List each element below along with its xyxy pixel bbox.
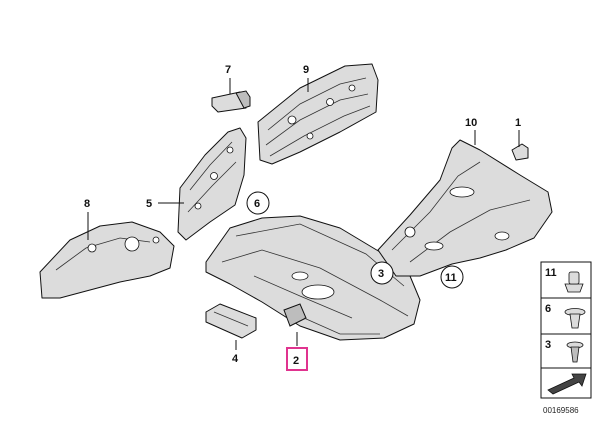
callout-2[interactable]: 2 (293, 355, 299, 367)
callout-11[interactable]: 11 (445, 272, 457, 284)
callout-8[interactable]: 8 (84, 198, 90, 210)
part-8-wheelhouse-insulation[interactable] (39, 221, 175, 299)
callout-10[interactable]: 10 (465, 117, 477, 129)
callout-6-circle (246, 191, 270, 215)
plug-rivet-icon (566, 341, 584, 363)
legend-label-3: 3 (545, 339, 551, 351)
part-2-insulation-mat[interactable] (205, 215, 421, 341)
fastener-legend: 11 6 3 00169586 (540, 261, 592, 415)
arrow-icon (547, 373, 587, 395)
part-7-clip[interactable] (211, 90, 251, 113)
catalog-number: 00169586 (543, 406, 579, 415)
part-1-plug[interactable] (511, 143, 529, 161)
callout-5[interactable]: 5 (146, 198, 152, 210)
legend-label-11: 11 (545, 267, 557, 279)
part-9-insulation-upper[interactable] (257, 63, 379, 165)
callout-3-circle (370, 261, 394, 285)
callout-1[interactable]: 1 (515, 117, 521, 129)
legend-label-6: 6 (545, 303, 551, 315)
callout-7[interactable]: 7 (225, 64, 231, 76)
callout-4[interactable]: 4 (232, 353, 239, 365)
callout-6[interactable]: 6 (254, 198, 260, 210)
part-5-side-insulation[interactable] (177, 127, 247, 241)
callout-11-circle (440, 265, 464, 289)
expansion-rivet-icon (564, 308, 586, 329)
leader-lines (87, 78, 520, 350)
part-10-side-panel[interactable] (377, 139, 553, 277)
clip-icon (564, 271, 584, 293)
callout-2-highlight (286, 347, 308, 371)
callout-9[interactable]: 9 (303, 64, 309, 76)
callout-labels: 7 9 10 1 5 8 4 2 6 3 11 (84, 64, 521, 371)
part-4-bracket[interactable] (205, 303, 257, 339)
callout-3[interactable]: 3 (378, 268, 384, 280)
